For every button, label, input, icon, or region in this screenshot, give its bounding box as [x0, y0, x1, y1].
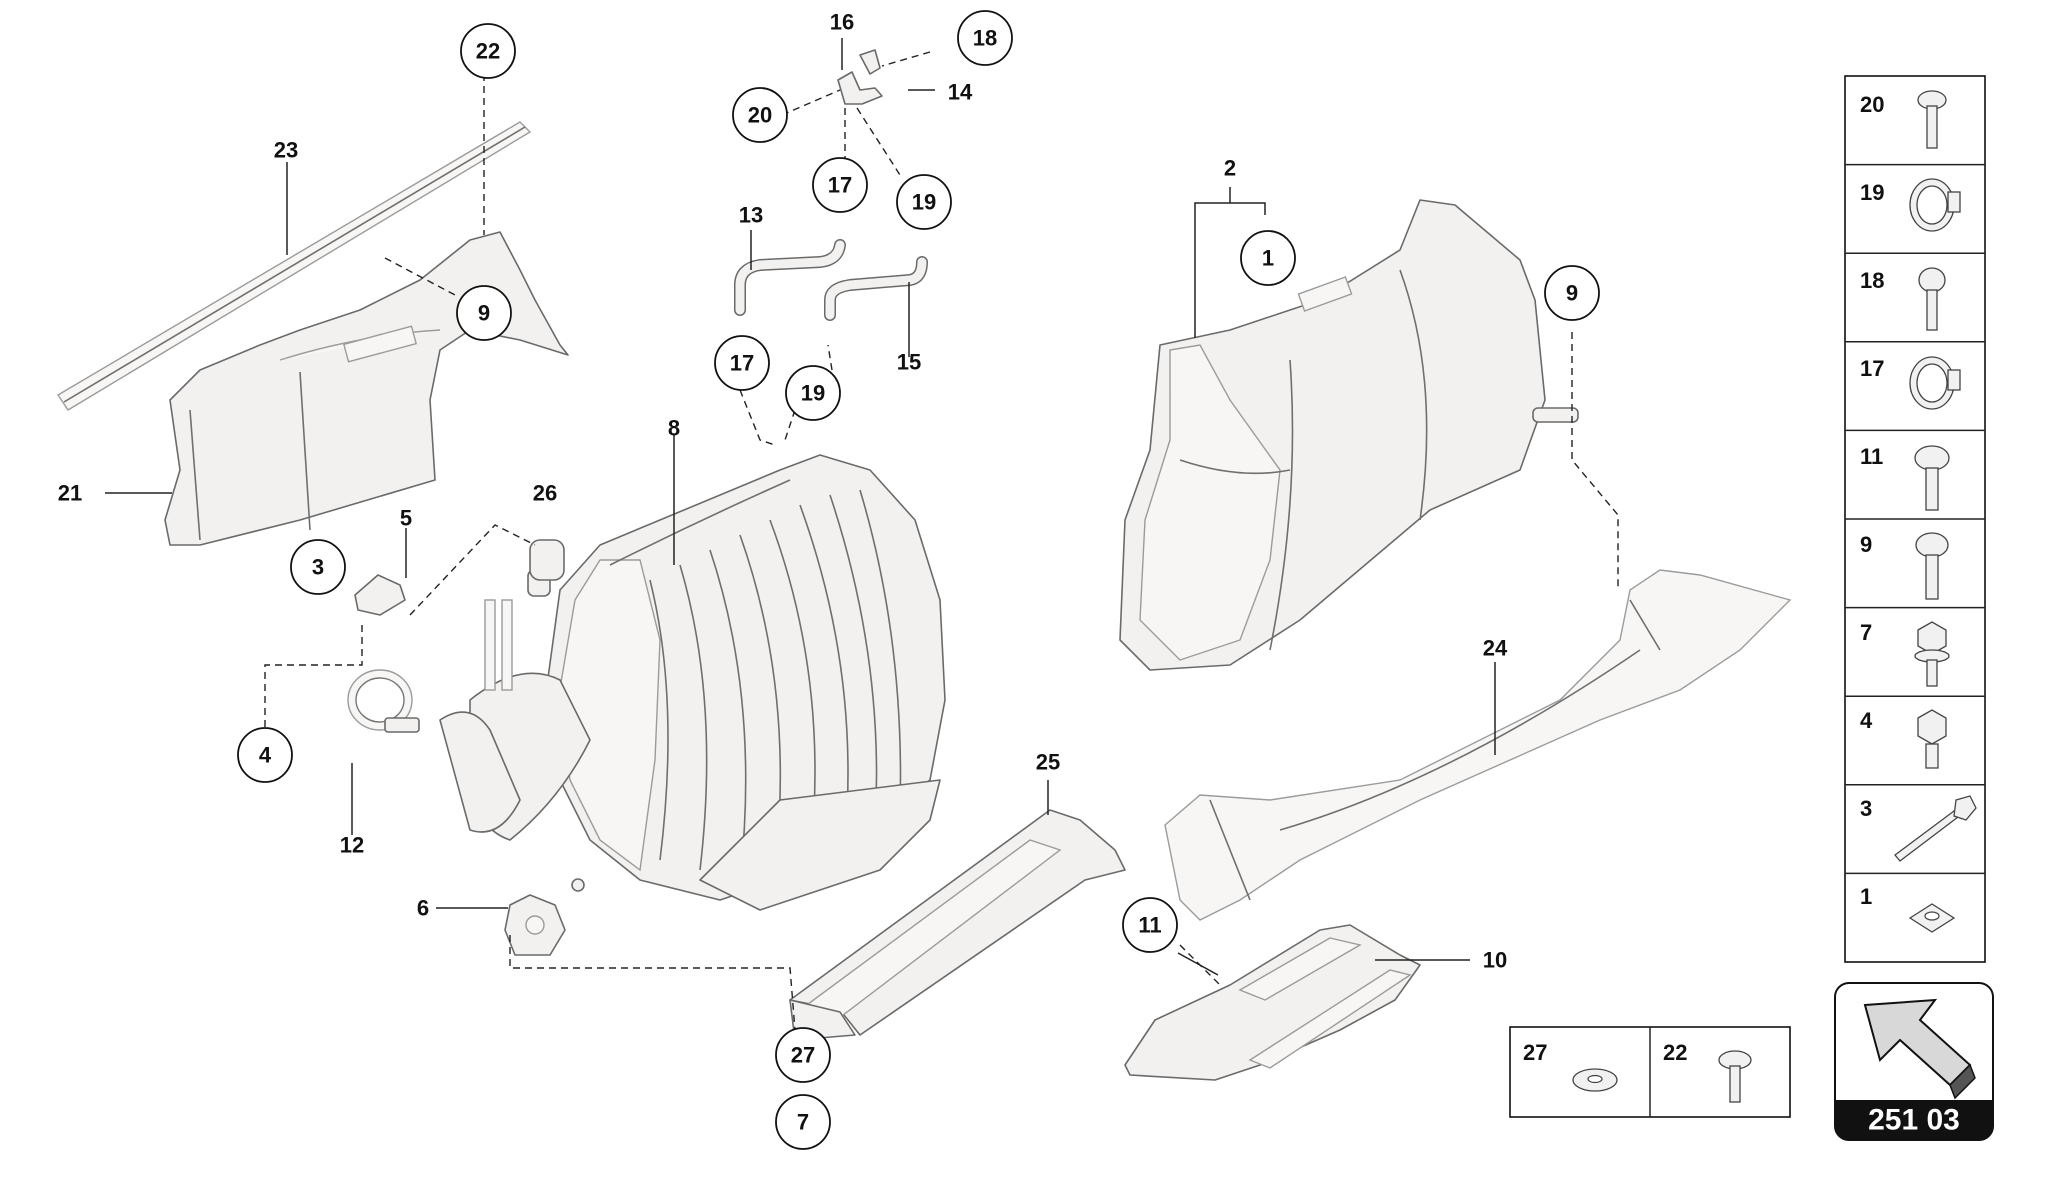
callout-27: 27: [775, 1027, 831, 1083]
callout-7: 7: [775, 1094, 831, 1150]
callout-17-top: 17: [812, 157, 868, 213]
callout-19-top: 19: [896, 174, 952, 230]
callout-20: 20: [732, 87, 788, 143]
hoses-part: [734, 49, 928, 321]
svg-text:22: 22: [1663, 1040, 1687, 1065]
svg-text:9: 9: [1566, 281, 1578, 306]
svg-text:27: 27: [791, 1043, 815, 1068]
svg-text:7: 7: [797, 1110, 809, 1135]
flange-screw-icon: [1914, 445, 1950, 511]
callout-22: 22: [460, 23, 516, 79]
hex-flange-bolt-icon: [1914, 621, 1950, 687]
callout-9-right: 9: [1544, 265, 1600, 321]
long-bolt-icon: [1894, 795, 1977, 862]
svg-text:1: 1: [1860, 884, 1872, 909]
legend-row-1: 1: [1860, 884, 1956, 933]
label-part-26: 26: [533, 481, 557, 506]
label-part-2: 2: [1224, 156, 1236, 181]
label-part-8: 8: [668, 416, 680, 441]
label-part-5: 5: [400, 506, 412, 531]
underbody-duct-part: [1164, 569, 1792, 921]
svg-text:3: 3: [1860, 796, 1872, 821]
svg-text:9: 9: [1860, 532, 1872, 557]
label-part-10: 10: [1483, 948, 1507, 973]
svg-text:17: 17: [1860, 356, 1884, 381]
svg-text:1: 1: [1262, 246, 1274, 271]
svg-text:19: 19: [912, 190, 936, 215]
page-code-badge: 251 03: [1834, 982, 1994, 1141]
callout-1: 1: [1240, 230, 1296, 286]
label-part-23: 23: [274, 138, 298, 163]
svg-text:9: 9: [478, 301, 490, 326]
callout-18: 18: [957, 10, 1013, 66]
callout-17-bottom: 17: [714, 335, 770, 391]
right-heat-shield-part: [1119, 199, 1579, 671]
small-parts: [347, 539, 565, 733]
svg-text:7: 7: [1860, 620, 1872, 645]
callout-bubbles: 22 9 3 4 20 18 17 19 17 19 1 9 11 27 7: [237, 10, 1600, 1150]
svg-text:11: 11: [1138, 913, 1161, 938]
washer-icon: [1572, 1068, 1618, 1092]
label-part-16: 16: [830, 10, 854, 35]
callout-9-left: 9: [456, 285, 512, 341]
rubber-mount-part: [504, 894, 566, 956]
svg-text:4: 4: [259, 743, 272, 768]
label-part-13: 13: [739, 203, 763, 228]
svg-text:18: 18: [1860, 268, 1884, 293]
label-part-12: 12: [340, 833, 364, 858]
svg-text:20: 20: [748, 103, 772, 128]
label-part-14: 14: [948, 80, 973, 105]
label-part-24: 24: [1483, 636, 1508, 661]
legend-row-22: 22: [1663, 1040, 1752, 1103]
svg-text:18: 18: [973, 26, 997, 51]
callout-3: 3: [290, 539, 346, 595]
callout-19-bottom: 19: [785, 365, 841, 421]
svg-text:3: 3: [312, 555, 324, 580]
legend-row-7: 7: [1860, 620, 1950, 687]
solid-leader-lines: [105, 38, 1496, 976]
part-number-labels: 23 21 5 26 12 6 8 25 13 14 16 15 2 24 10: [58, 10, 1508, 973]
svg-text:19: 19: [801, 381, 825, 406]
svg-text:22: 22: [476, 39, 500, 64]
hose-clamp-icon: [1909, 356, 1961, 410]
svg-text:19: 19: [1860, 180, 1884, 205]
screw-icon: [1917, 90, 1947, 149]
fastener-legend: 20 19 18 17: [1844, 75, 1986, 963]
flange-screw-icon: [1915, 532, 1949, 600]
svg-text:20: 20: [1860, 92, 1884, 117]
legend-row-9: 9: [1860, 532, 1949, 600]
legend-row-19: 19: [1860, 178, 1961, 232]
muffler-bracket-part: [789, 809, 1126, 1041]
callout-4: 4: [237, 727, 293, 783]
torx-screw-icon: [1718, 1050, 1752, 1103]
hex-bolt-icon: [1917, 709, 1947, 769]
hose-clamp-icon: [1909, 178, 1961, 232]
label-part-25: 25: [1036, 750, 1060, 775]
label-part-21: 21: [58, 481, 82, 506]
label-part-6: 6: [417, 896, 429, 921]
muffler-part: [439, 454, 946, 911]
air-duct-part: [1124, 924, 1421, 1081]
legend-row-27: 27: [1523, 1040, 1618, 1092]
label-part-15: 15: [897, 350, 921, 375]
svg-text:27: 27: [1523, 1040, 1547, 1065]
legend-row-20: 20: [1860, 90, 1947, 149]
legend-row-3: 3: [1860, 795, 1977, 862]
square-nut-icon: [1908, 903, 1956, 933]
legend-row-11: 11: [1860, 444, 1950, 511]
direction-arrow-icon: [1863, 998, 1976, 1100]
callout-11: 11: [1122, 897, 1178, 953]
legend-row-4: 4: [1860, 708, 1947, 769]
screw-icon: [1918, 267, 1946, 331]
svg-text:11: 11: [1860, 444, 1883, 469]
svg-text:17: 17: [730, 351, 754, 376]
page-code-label: 251 03: [1868, 1104, 1960, 1137]
svg-text:17: 17: [828, 173, 852, 198]
legend-row-18: 18: [1860, 267, 1946, 331]
svg-text:4: 4: [1860, 708, 1873, 733]
washer-screw-legend: 27 22: [1509, 1026, 1791, 1118]
legend-row-17: 17: [1860, 356, 1961, 410]
